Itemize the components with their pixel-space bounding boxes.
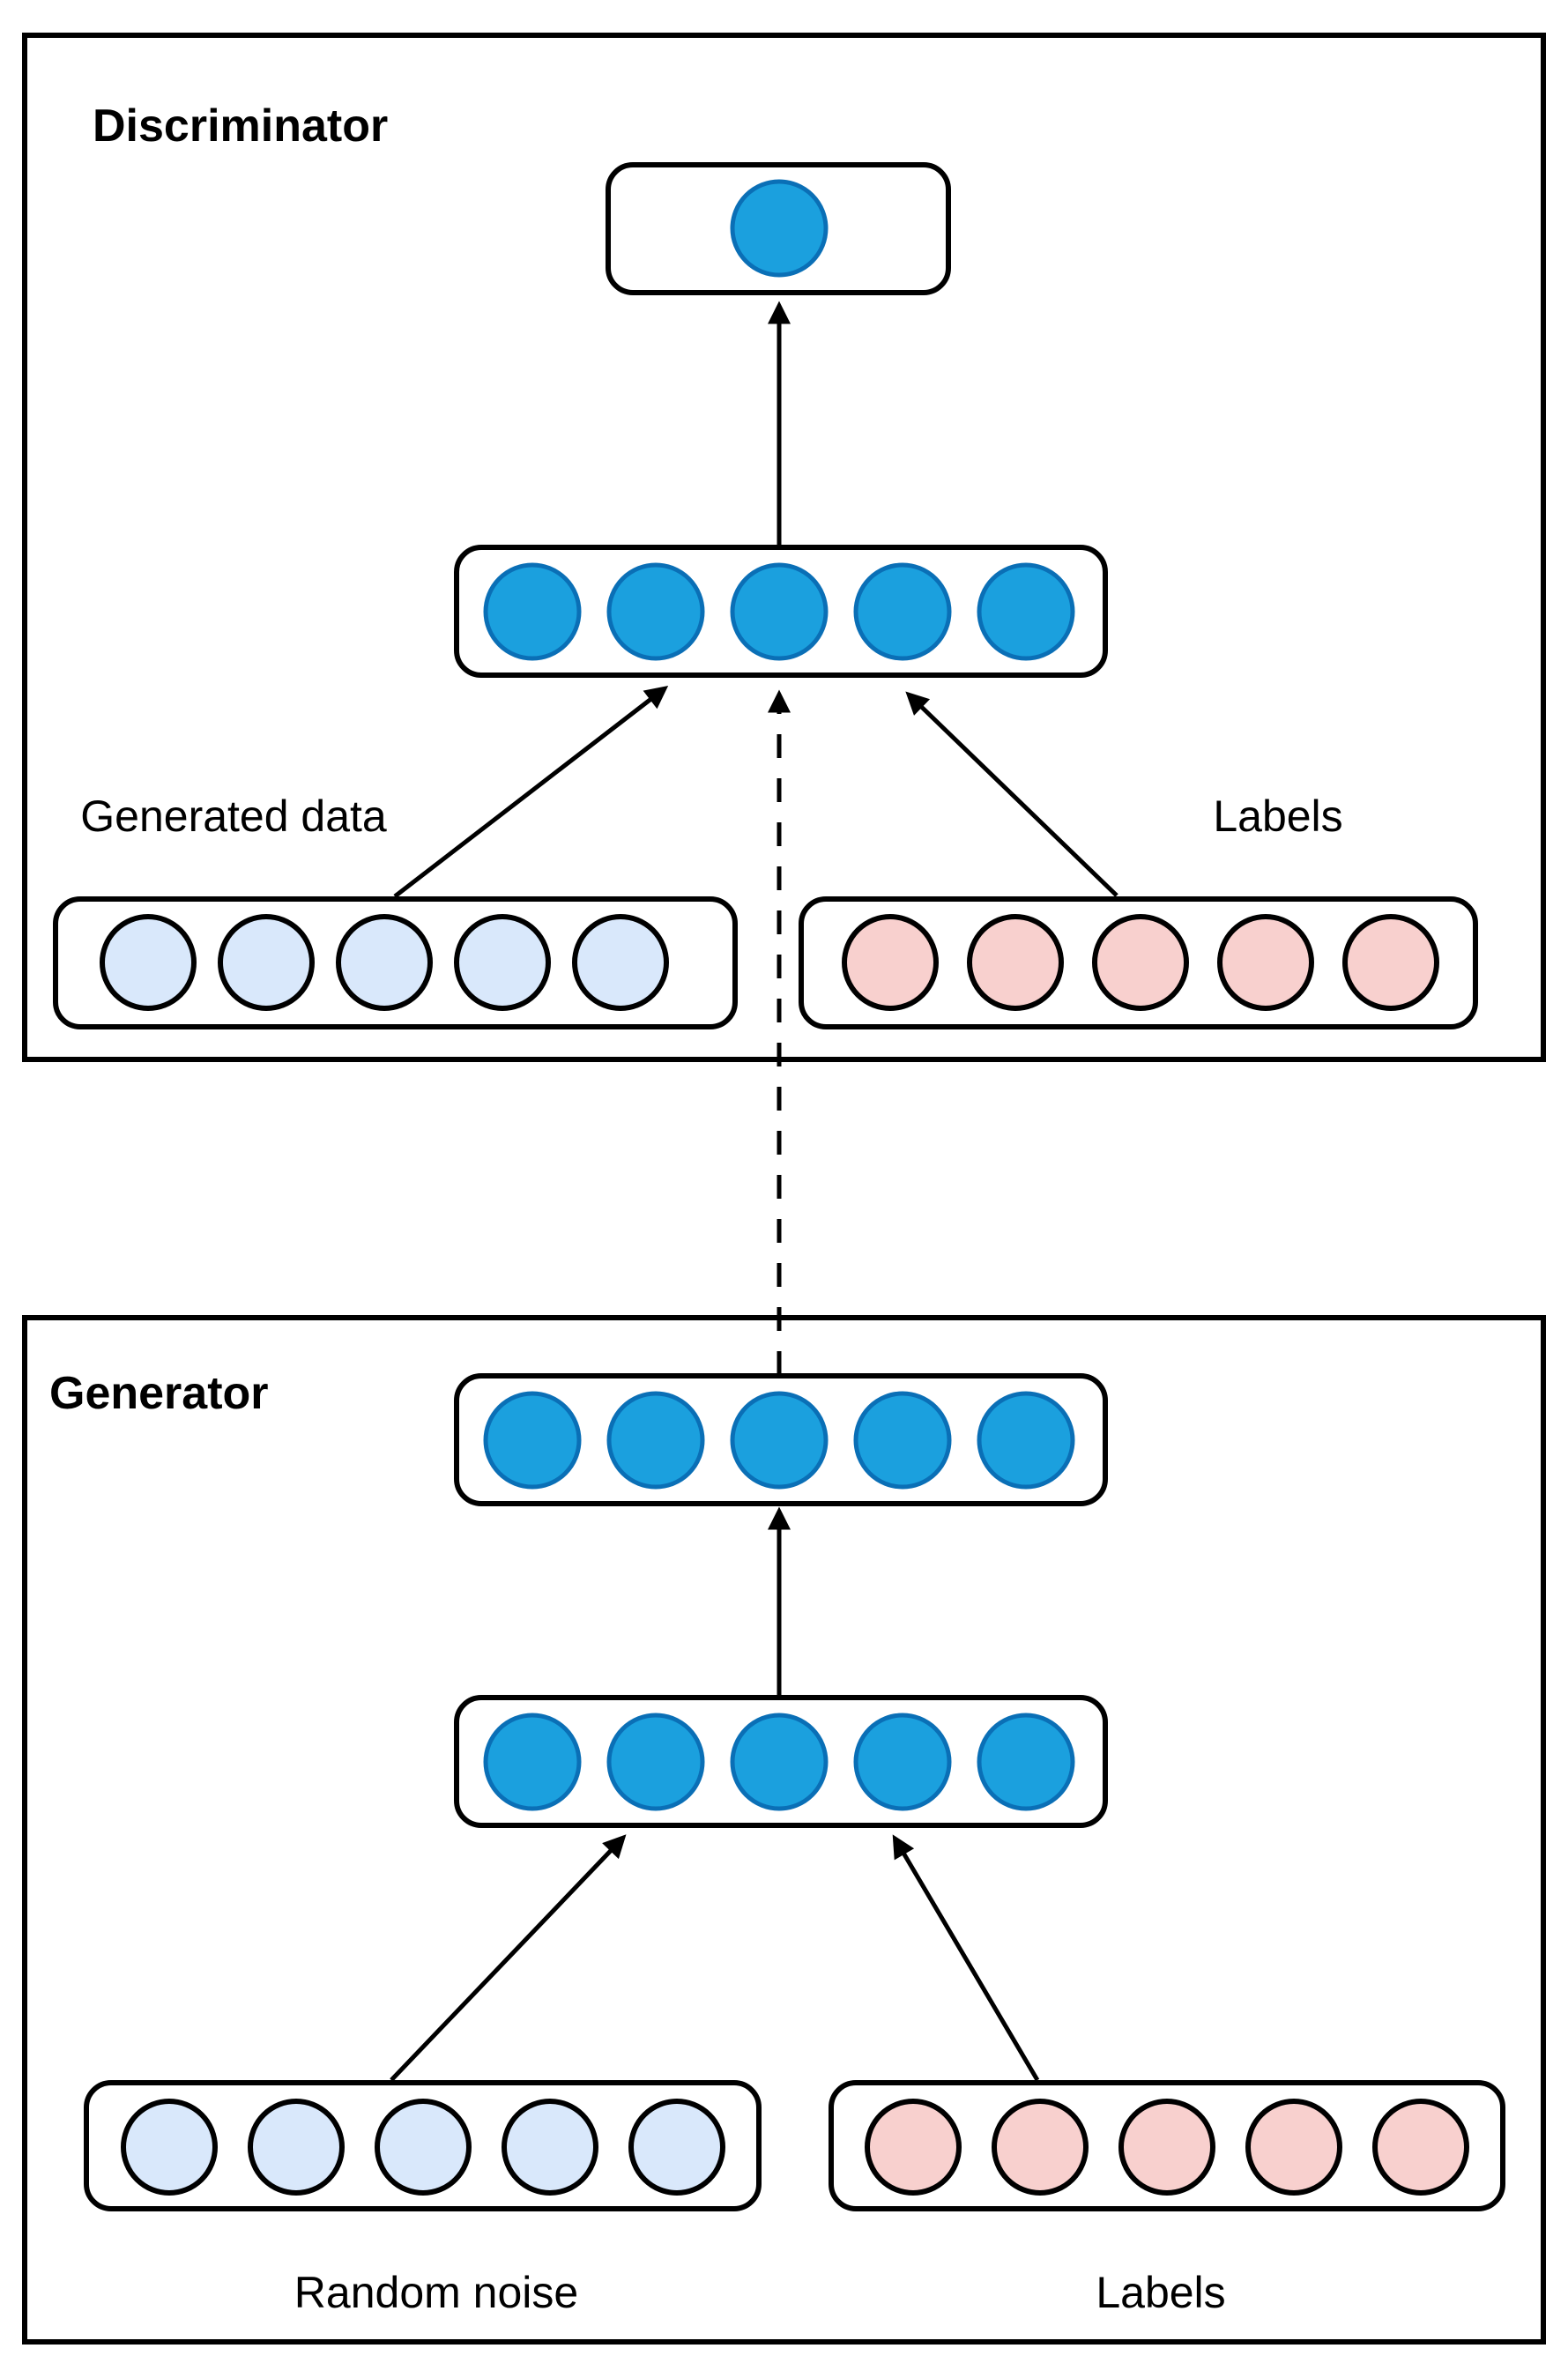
neuron-node <box>248 2099 345 2196</box>
generator-labels-layer <box>829 2080 1505 2211</box>
neuron-node <box>1092 914 1189 1011</box>
generator-hidden-layer <box>454 1695 1108 1828</box>
discriminator-hidden-layer <box>454 545 1108 678</box>
discriminator-panel: Discriminator Generated data Labels <box>22 33 1546 1062</box>
neuron-node <box>853 1391 952 1490</box>
generated-data-label: Generated data <box>80 791 387 841</box>
neuron-node <box>502 2099 598 2196</box>
neuron-node <box>628 2099 725 2196</box>
discriminator-labels-layer <box>799 896 1478 1029</box>
generator-border <box>22 1315 1546 2345</box>
neuron-node <box>375 2099 472 2196</box>
neuron-node <box>572 914 669 1011</box>
neuron-node <box>606 1391 705 1490</box>
neuron-node <box>977 1713 1075 1811</box>
discriminator-labels-label: Labels <box>1213 791 1342 841</box>
neuron-node <box>730 179 829 278</box>
neuron-node <box>842 914 939 1011</box>
arrow-labels-to-generator-hidden <box>892 1834 1040 2082</box>
discriminator-border <box>22 33 1546 1062</box>
neuron-node <box>992 2099 1089 2196</box>
neuron-node <box>853 1713 952 1811</box>
neuron-node <box>977 1391 1075 1490</box>
neuron-node <box>977 562 1075 661</box>
neuron-node <box>1342 914 1439 1011</box>
discriminator-title: Discriminator <box>93 100 388 152</box>
neuron-node <box>1245 2099 1342 2196</box>
neuron-node <box>606 562 705 661</box>
generator-title: Generator <box>49 1368 269 1419</box>
discriminator-output-layer <box>606 162 951 295</box>
neuron-node <box>483 1713 582 1811</box>
random-noise-layer <box>84 2080 762 2211</box>
generated-data-layer <box>53 896 738 1029</box>
arrow-random-noise-to-hidden <box>390 1834 627 2082</box>
neuron-node <box>730 1713 829 1811</box>
neuron-node <box>121 2099 218 2196</box>
arrow-generated-data-to-hidden <box>393 686 669 898</box>
generator-output-layer <box>454 1373 1108 1506</box>
neuron-node <box>1372 2099 1469 2196</box>
generator-panel: Generator <box>22 1315 1546 2345</box>
random-noise-label: Random noise <box>294 2268 578 2317</box>
neuron-node <box>454 914 551 1011</box>
neuron-node <box>606 1713 705 1811</box>
neuron-node <box>1217 914 1314 1011</box>
arrow-labels-to-discriminator-hidden <box>905 691 1118 897</box>
neuron-node <box>100 914 197 1011</box>
neuron-node <box>483 562 582 661</box>
neuron-node <box>218 914 315 1011</box>
neuron-node <box>967 914 1064 1011</box>
neuron-node <box>1118 2099 1215 2196</box>
neuron-node <box>483 1391 582 1490</box>
neuron-node <box>865 2099 962 2196</box>
neuron-node <box>730 562 829 661</box>
neuron-node <box>853 562 952 661</box>
neuron-node <box>730 1391 829 1490</box>
neuron-node <box>336 914 433 1011</box>
generator-labels-label: Labels <box>1096 2268 1225 2317</box>
